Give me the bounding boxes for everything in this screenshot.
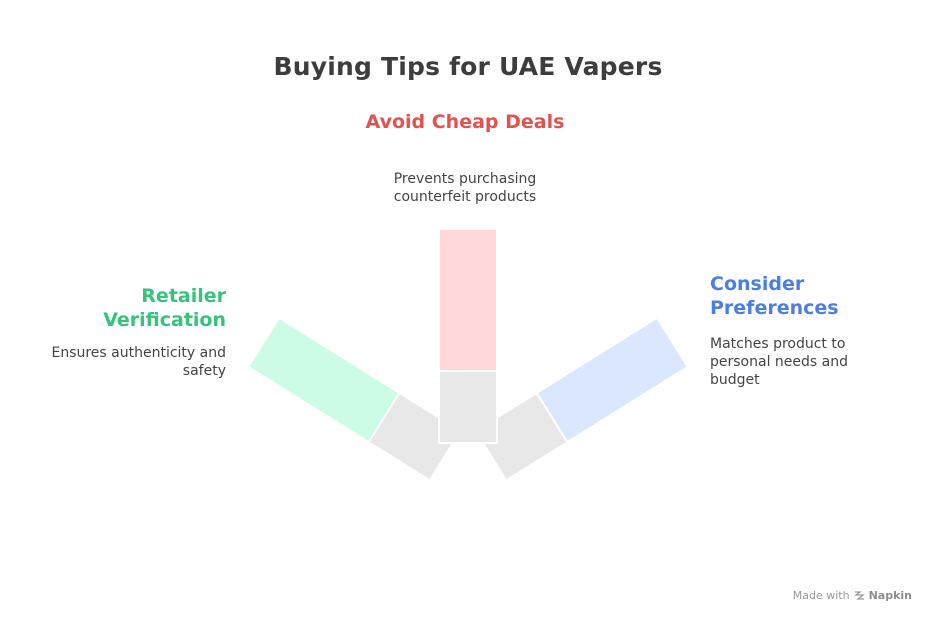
tip-description-consider-preferences: Matches product to personal needs and bu… xyxy=(710,336,848,388)
napkin-brand-label: Napkin xyxy=(868,589,912,602)
tip-heading-retailer-verification: Retailer Verification xyxy=(103,285,226,331)
arm-bar-avoid-cheap-deals xyxy=(438,228,498,372)
tip-description-avoid-cheap-deals: Prevents purchasing counterfeit products xyxy=(393,171,537,205)
fan-arm-consider-preferences xyxy=(474,316,690,482)
fan-arm-retailer-verification xyxy=(246,316,462,482)
tip-heading-consider-preferences: Consider Preferences xyxy=(710,273,839,319)
arm-bar-consider-preferences xyxy=(535,316,690,444)
napkin-logo-icon xyxy=(853,591,865,600)
arm-bar-retailer-verification xyxy=(246,316,401,444)
made-with-label: Made with xyxy=(792,589,850,602)
arm-base-consider-preferences xyxy=(474,391,569,482)
arm-base-avoid-cheap-deals xyxy=(438,370,498,444)
fan-arm-avoid-cheap-deals xyxy=(438,228,498,444)
arm-base-retailer-verification xyxy=(367,391,462,482)
made-with-napkin-badge[interactable]: Made with Napkin xyxy=(793,589,912,602)
diagram-title: Buying Tips for UAE Vapers xyxy=(273,52,663,81)
tip-heading-avoid-cheap-deals: Avoid Cheap Deals xyxy=(365,111,565,133)
tip-description-retailer-verification: Ensures authenticity and safety xyxy=(51,345,226,379)
